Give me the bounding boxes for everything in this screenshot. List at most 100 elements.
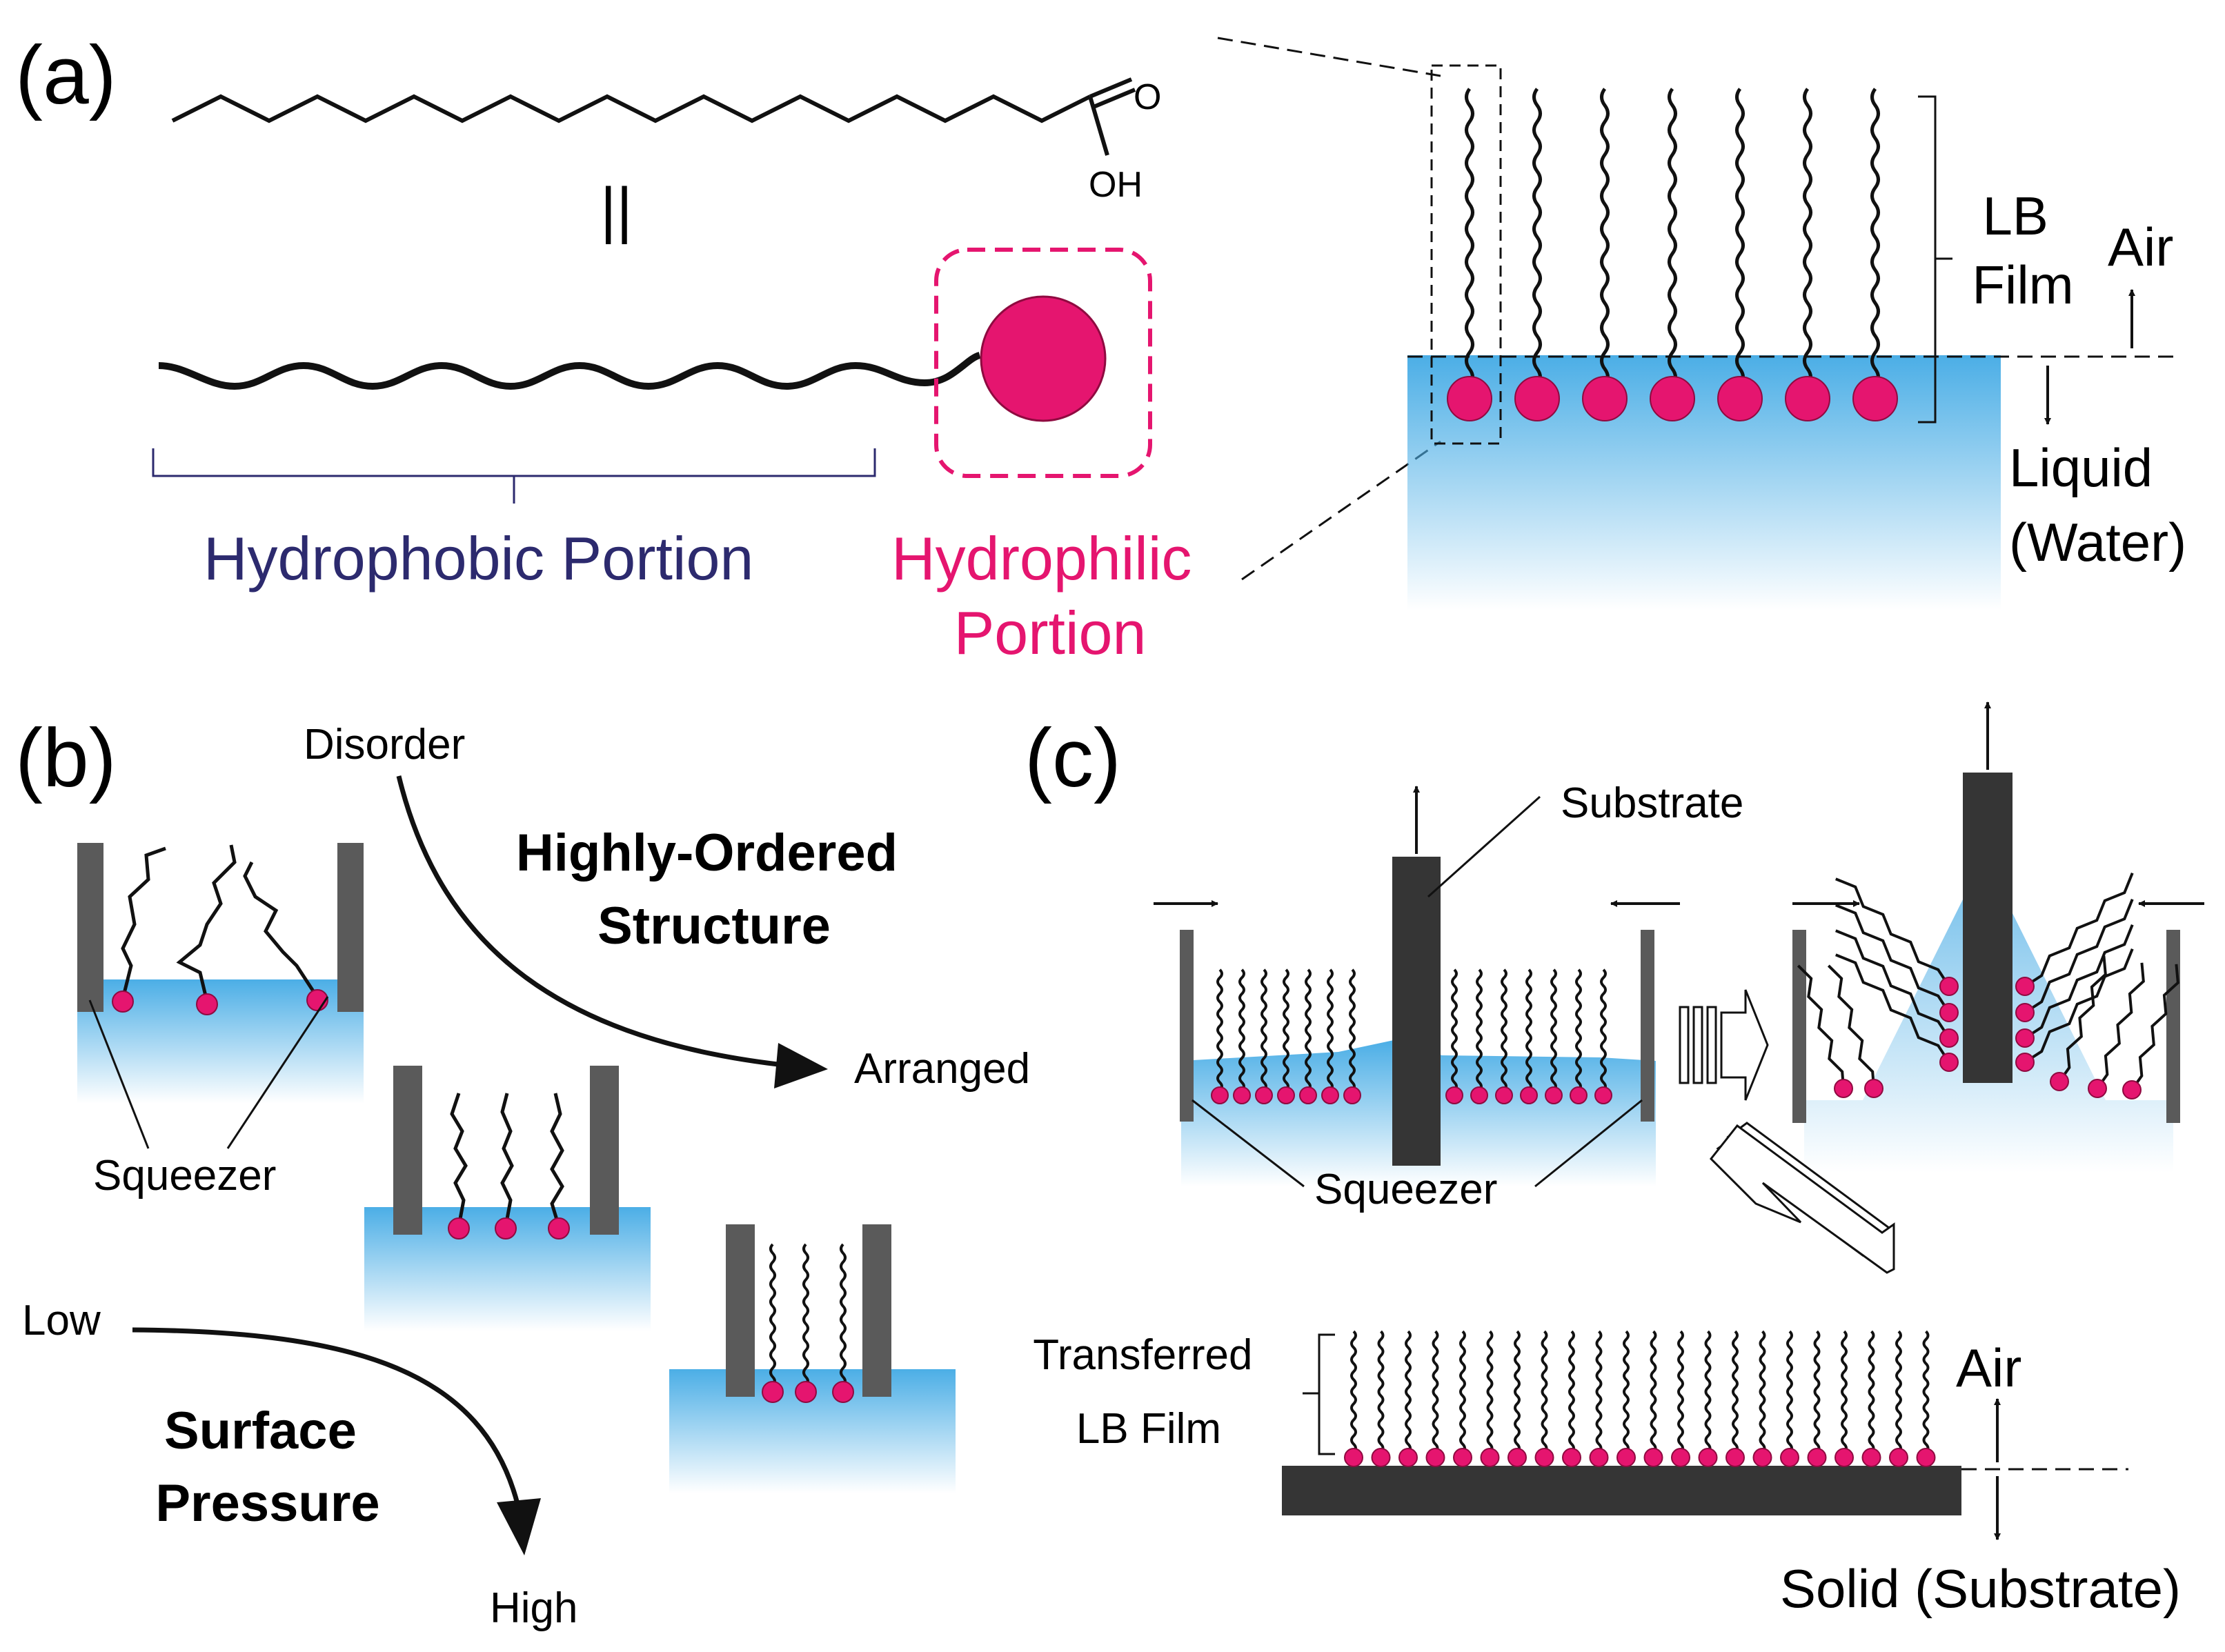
- lipid-t-10: [1589, 1330, 1609, 1467]
- hydrophilic-label-line2: Portion: [954, 599, 1147, 667]
- lipid-head: [1534, 1448, 1554, 1467]
- trough2-head-2: [495, 1217, 517, 1240]
- trough2-head-1: [448, 1217, 470, 1240]
- panel-c: (c) Substrate Squeezer: [1025, 701, 2204, 1619]
- lipid-tail: [1868, 1330, 1875, 1453]
- lipid-head: [1939, 1053, 1959, 1072]
- lipid-head: [1780, 1448, 1799, 1467]
- panel-b: (b) Disorder Arranged Highly-Ordered Str…: [15, 712, 1030, 1632]
- squeezer-c-after-right: [2166, 930, 2180, 1123]
- substrate-c-after: [1963, 773, 2013, 1083]
- lipid-cr-4: [1520, 968, 1538, 1104]
- lipid-tail: [1677, 1330, 1684, 1453]
- carbonyl-bond-a: [1089, 77, 1133, 99]
- lipid-ca-6: [1835, 877, 1959, 996]
- lipid-a-4: [1650, 88, 1695, 421]
- trough-partial: [364, 1066, 651, 1331]
- lipid-head: [1233, 1086, 1251, 1104]
- hydrophilic-dashed-box: [934, 248, 1152, 478]
- carbonyl-oxygen: O: [1134, 77, 1161, 117]
- lipid-tail: [1732, 1330, 1739, 1453]
- lipid-head: [1470, 1086, 1488, 1104]
- hydrophobic-label: Hydrophobic Portion: [204, 524, 753, 593]
- high-label: High: [490, 1584, 578, 1632]
- lipid-tail: [1305, 968, 1312, 1092]
- squeezer-c-left: [1180, 930, 1194, 1122]
- lipid-head: [1698, 1448, 1718, 1467]
- lipid-head: [1650, 376, 1695, 421]
- lipid-tail: [1835, 904, 1950, 1014]
- lipid-t-20: [1861, 1330, 1881, 1467]
- trough2-head-3: [548, 1217, 570, 1240]
- lb-film-monolayer-a: [1447, 88, 1898, 421]
- lipid-cl-5: [1299, 968, 1317, 1104]
- lipid-tail: [1835, 953, 1950, 1064]
- solid-label: Solid (Substrate): [1780, 1558, 2181, 1619]
- squeezer-leader-b-right: [226, 996, 329, 1149]
- lipid-head: [1834, 1079, 1853, 1098]
- lipid-head: [1752, 1448, 1772, 1467]
- lb-label-line1: LB: [1982, 186, 2048, 246]
- lipid-head: [1916, 1448, 1936, 1467]
- lipid-head: [1594, 1086, 1612, 1104]
- monolayer-c-after: [1797, 873, 2179, 1099]
- liquid-label: Liquid (Water): [2009, 437, 2186, 573]
- lipid-head: [1852, 376, 1898, 421]
- lb-film-brace: [1918, 95, 1952, 424]
- hydrophilic-head: [980, 295, 1107, 422]
- lipid-head: [1495, 1086, 1513, 1104]
- lipid-head: [1643, 1448, 1663, 1467]
- lipid-ca-5: [1835, 904, 1959, 1022]
- lipid-head: [1321, 1086, 1339, 1104]
- trough3-monolayer: [762, 1243, 854, 1403]
- lipid-head: [1453, 1448, 1472, 1467]
- trough2-chain-3: [550, 1093, 564, 1227]
- fatty-acid-skeleton: [171, 94, 1091, 123]
- lipid-tail: [1870, 88, 1880, 387]
- lipid-cr-7: [1594, 968, 1612, 1104]
- lipid-tail: [1486, 1330, 1494, 1453]
- lipid-cr-2: [1470, 968, 1488, 1104]
- lipid-tail: [1813, 1330, 1821, 1453]
- lipid-t-16: [1752, 1330, 1772, 1467]
- lb-label: LB Film: [1972, 186, 2073, 315]
- lipid-t-6: [1480, 1330, 1500, 1467]
- lipid-t-13: [1671, 1330, 1690, 1467]
- air-label-c: Air: [1956, 1337, 2021, 1398]
- carbonyl-bond-b: [1092, 88, 1136, 109]
- lipid-head: [2088, 1079, 2107, 1098]
- lipid-tail: [1525, 968, 1532, 1092]
- lipid-t-12: [1643, 1330, 1663, 1467]
- lipid-t-1: [1344, 1330, 1363, 1467]
- lipid-tail: [1650, 1330, 1657, 1453]
- trough-ordered: [669, 1224, 956, 1493]
- lipid-t-3: [1398, 1330, 1418, 1467]
- lipid-head: [1507, 1448, 1527, 1467]
- zoom-box: [1430, 64, 1502, 445]
- lipid-tail: [2024, 899, 2134, 1014]
- lipid-head: [1582, 376, 1628, 421]
- trough1-chain-1: [121, 846, 166, 999]
- monolayer-c-left: [1211, 968, 1361, 1104]
- lipid-a-2: [1514, 88, 1560, 421]
- lipid-head: [1277, 1086, 1295, 1104]
- zoom-line-top: [1217, 37, 1441, 77]
- structure-label-line1: Highly-Ordered: [516, 824, 898, 882]
- air-label-a: Air: [2108, 217, 2173, 277]
- pressure-label-line1: Surface: [164, 1402, 357, 1460]
- lipid-tail: [802, 1243, 809, 1387]
- lipid-t-18: [1807, 1330, 1827, 1467]
- lipid-cr-5: [1545, 968, 1563, 1104]
- lipid-head: [2050, 1072, 2069, 1091]
- lipid-a-6: [1785, 88, 1830, 421]
- lipid-tail: [1283, 968, 1289, 1092]
- lipid-tail: [1922, 1330, 1930, 1453]
- lipid-tail: [1349, 968, 1356, 1092]
- lipid-tail: [1377, 1330, 1385, 1453]
- lipid-tail: [1260, 968, 1267, 1092]
- lipid-head: [1343, 1086, 1361, 1104]
- lipid-a-3: [1582, 88, 1628, 421]
- lipid-head: [1725, 1448, 1745, 1467]
- lipid-head: [2015, 977, 2035, 996]
- lipid-tail: [1595, 1330, 1603, 1453]
